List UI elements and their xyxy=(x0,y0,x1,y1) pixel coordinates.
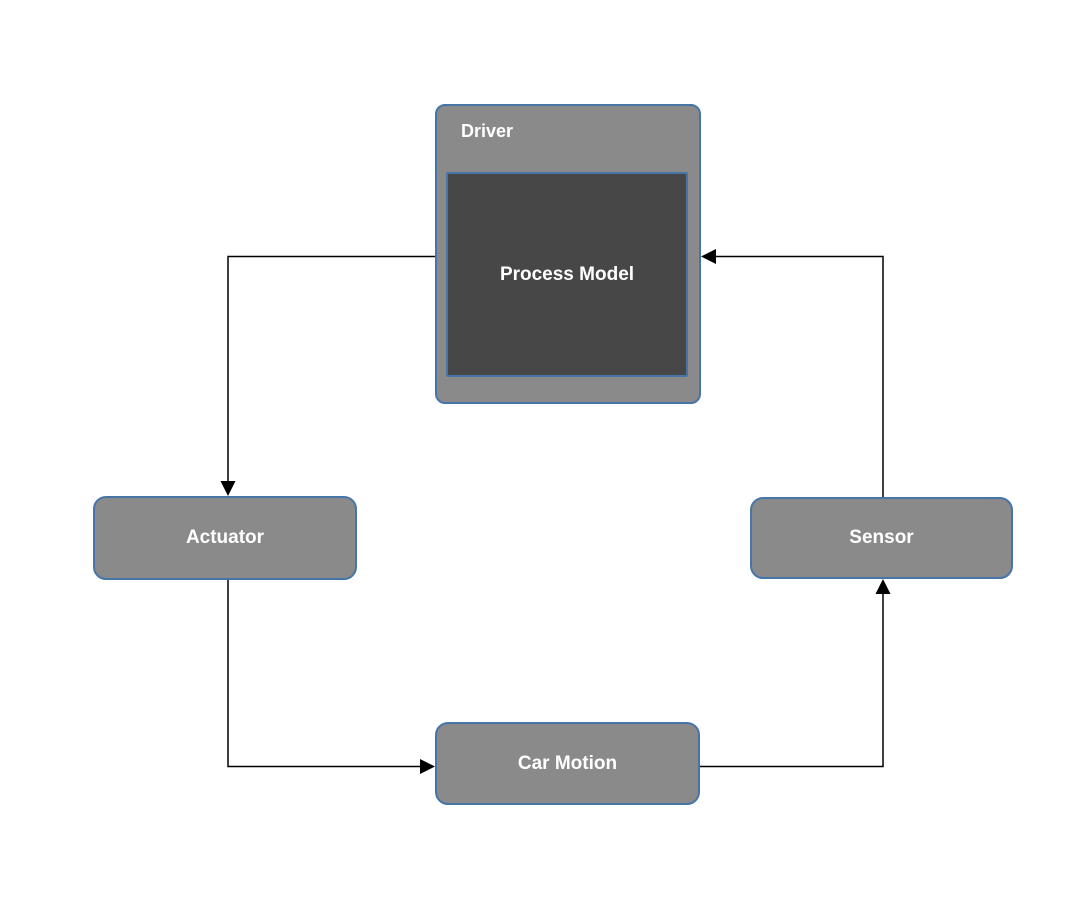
edge-car-motion-to-sensor xyxy=(700,579,891,768)
node-sensor: Sensor xyxy=(750,497,1013,579)
edge-actuator-to-car-motion xyxy=(227,580,435,774)
node-sensor-label: Sensor xyxy=(849,527,914,548)
node-process-model-label: Process Model xyxy=(499,263,635,285)
edge-driver-to-actuator xyxy=(220,255,435,496)
node-actuator: Actuator xyxy=(93,496,357,580)
arrowhead-up-icon xyxy=(875,579,891,594)
node-actuator-label: Actuator xyxy=(185,527,265,548)
arrowhead-left-icon xyxy=(701,249,716,264)
node-car-motion: Car Motion xyxy=(435,722,700,805)
node-car-motion-label: Car Motion xyxy=(517,752,618,774)
node-process-model: Process Model xyxy=(446,172,688,377)
edge-sensor-to-driver xyxy=(701,249,884,497)
node-driver: Driver Process Model xyxy=(435,104,701,404)
arrowhead-right-icon xyxy=(420,759,435,774)
arrowhead-down-icon xyxy=(220,481,236,496)
node-driver-label: Driver xyxy=(461,121,514,141)
